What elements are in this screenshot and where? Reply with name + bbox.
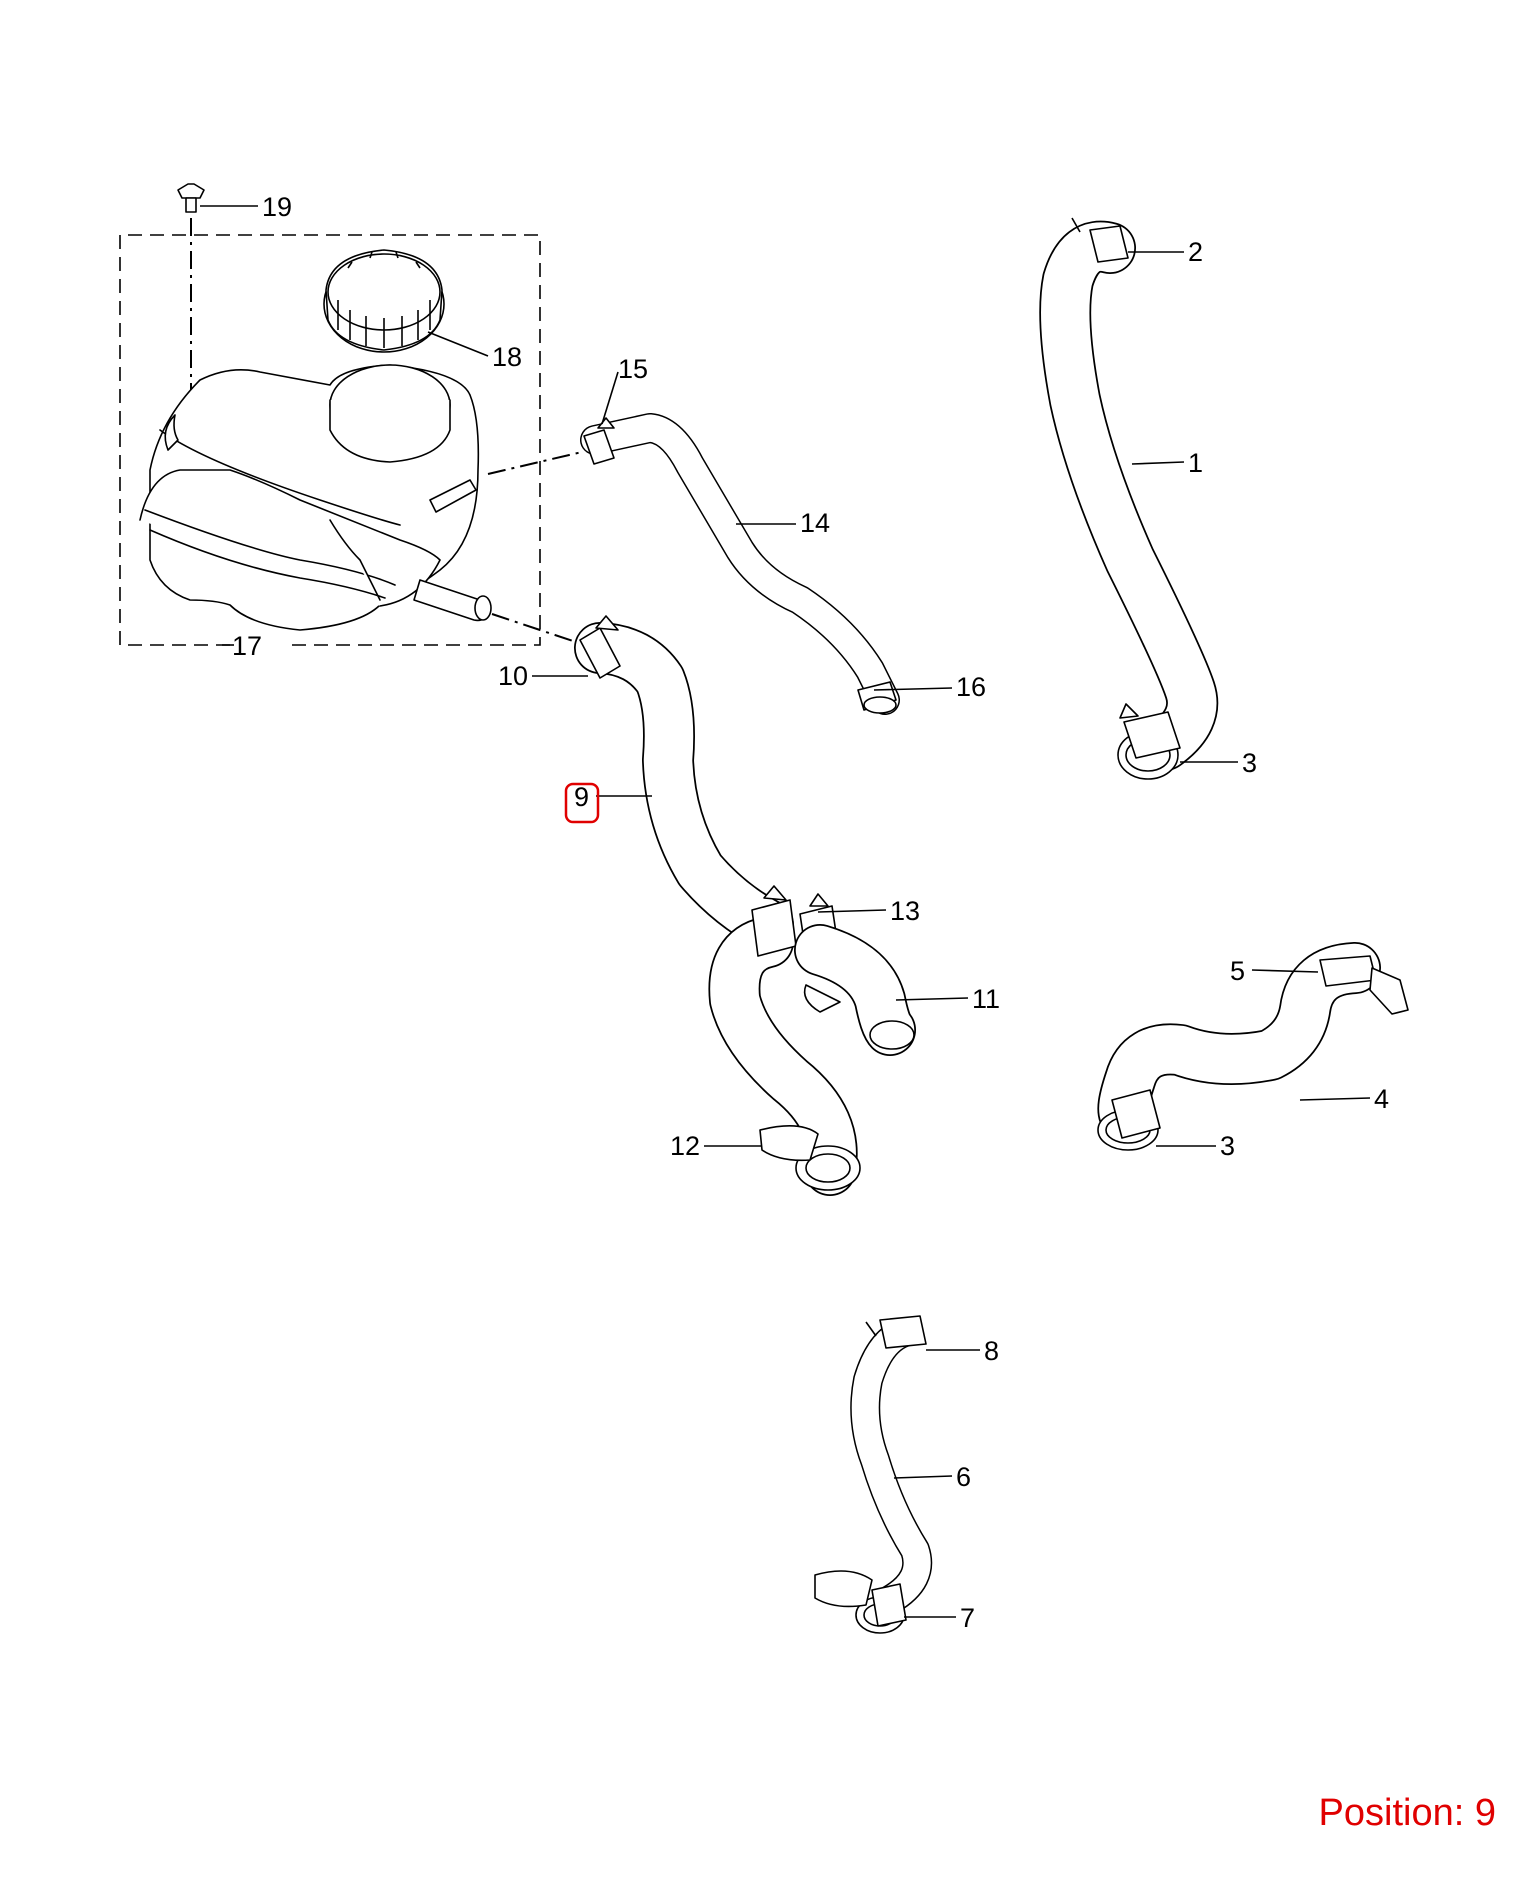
callout-10[interactable]: 10 <box>498 661 528 691</box>
hose-11[interactable] <box>794 924 916 1056</box>
connection-line-lower <box>491 613 583 645</box>
clamp-3b[interactable] <box>1111 1089 1161 1139</box>
clamp-10[interactable] <box>579 615 621 679</box>
callout-13[interactable]: 13 <box>890 896 920 926</box>
clamp-3a[interactable] <box>1119 703 1181 759</box>
callout-12[interactable]: 12 <box>670 1131 700 1161</box>
callout-4[interactable]: 4 <box>1374 1084 1389 1114</box>
hose-14[interactable] <box>580 413 900 715</box>
connection-line-upper <box>487 451 583 475</box>
callout-19[interactable]: 19 <box>262 192 292 222</box>
clip-12[interactable] <box>759 1125 819 1162</box>
callout-14[interactable]: 14 <box>800 508 830 538</box>
position-indicator: Position: 9 <box>1318 1792 1496 1834</box>
callout-labels: 19 18 15 14 16 17 10 9 13 11 12 2 1 3 5 … <box>232 192 1389 1633</box>
callout-17[interactable]: 17 <box>232 631 262 661</box>
hose-9[interactable] <box>574 622 861 1196</box>
cap-grip-ribs <box>337 251 431 348</box>
leader-lines <box>200 205 1371 1618</box>
selected-callout-highlight <box>564 782 600 824</box>
expansion-tank-17[interactable] <box>139 364 492 631</box>
callout-2[interactable]: 2 <box>1188 237 1203 267</box>
callout-1[interactable]: 1 <box>1188 448 1203 478</box>
callout-9[interactable]: 9 <box>574 782 589 812</box>
clamp-8[interactable] <box>865 1315 927 1349</box>
callout-15[interactable]: 15 <box>618 354 648 384</box>
callout-5[interactable]: 5 <box>1230 956 1245 986</box>
callout-18[interactable]: 18 <box>492 342 522 372</box>
callout-3-upper[interactable]: 3 <box>1242 748 1257 778</box>
callout-8[interactable]: 8 <box>984 1336 999 1366</box>
callout-6[interactable]: 6 <box>956 1462 971 1492</box>
clamp-2[interactable] <box>1071 217 1129 263</box>
tank-assembly-group <box>119 234 541 646</box>
callout-16[interactable]: 16 <box>956 672 986 702</box>
filler-cap-18[interactable] <box>323 249 445 353</box>
callout-3-lower[interactable]: 3 <box>1220 1131 1235 1161</box>
callout-11[interactable]: 11 <box>972 984 1000 1014</box>
callout-7[interactable]: 7 <box>960 1603 975 1633</box>
bolt-19[interactable] <box>177 183 205 420</box>
clamp-15[interactable] <box>583 417 615 465</box>
clamp-5[interactable] <box>1319 955 1409 1015</box>
tank-group-box <box>119 234 541 646</box>
hose-1[interactable] <box>1039 220 1219 780</box>
clamp-7[interactable] <box>814 1570 907 1627</box>
